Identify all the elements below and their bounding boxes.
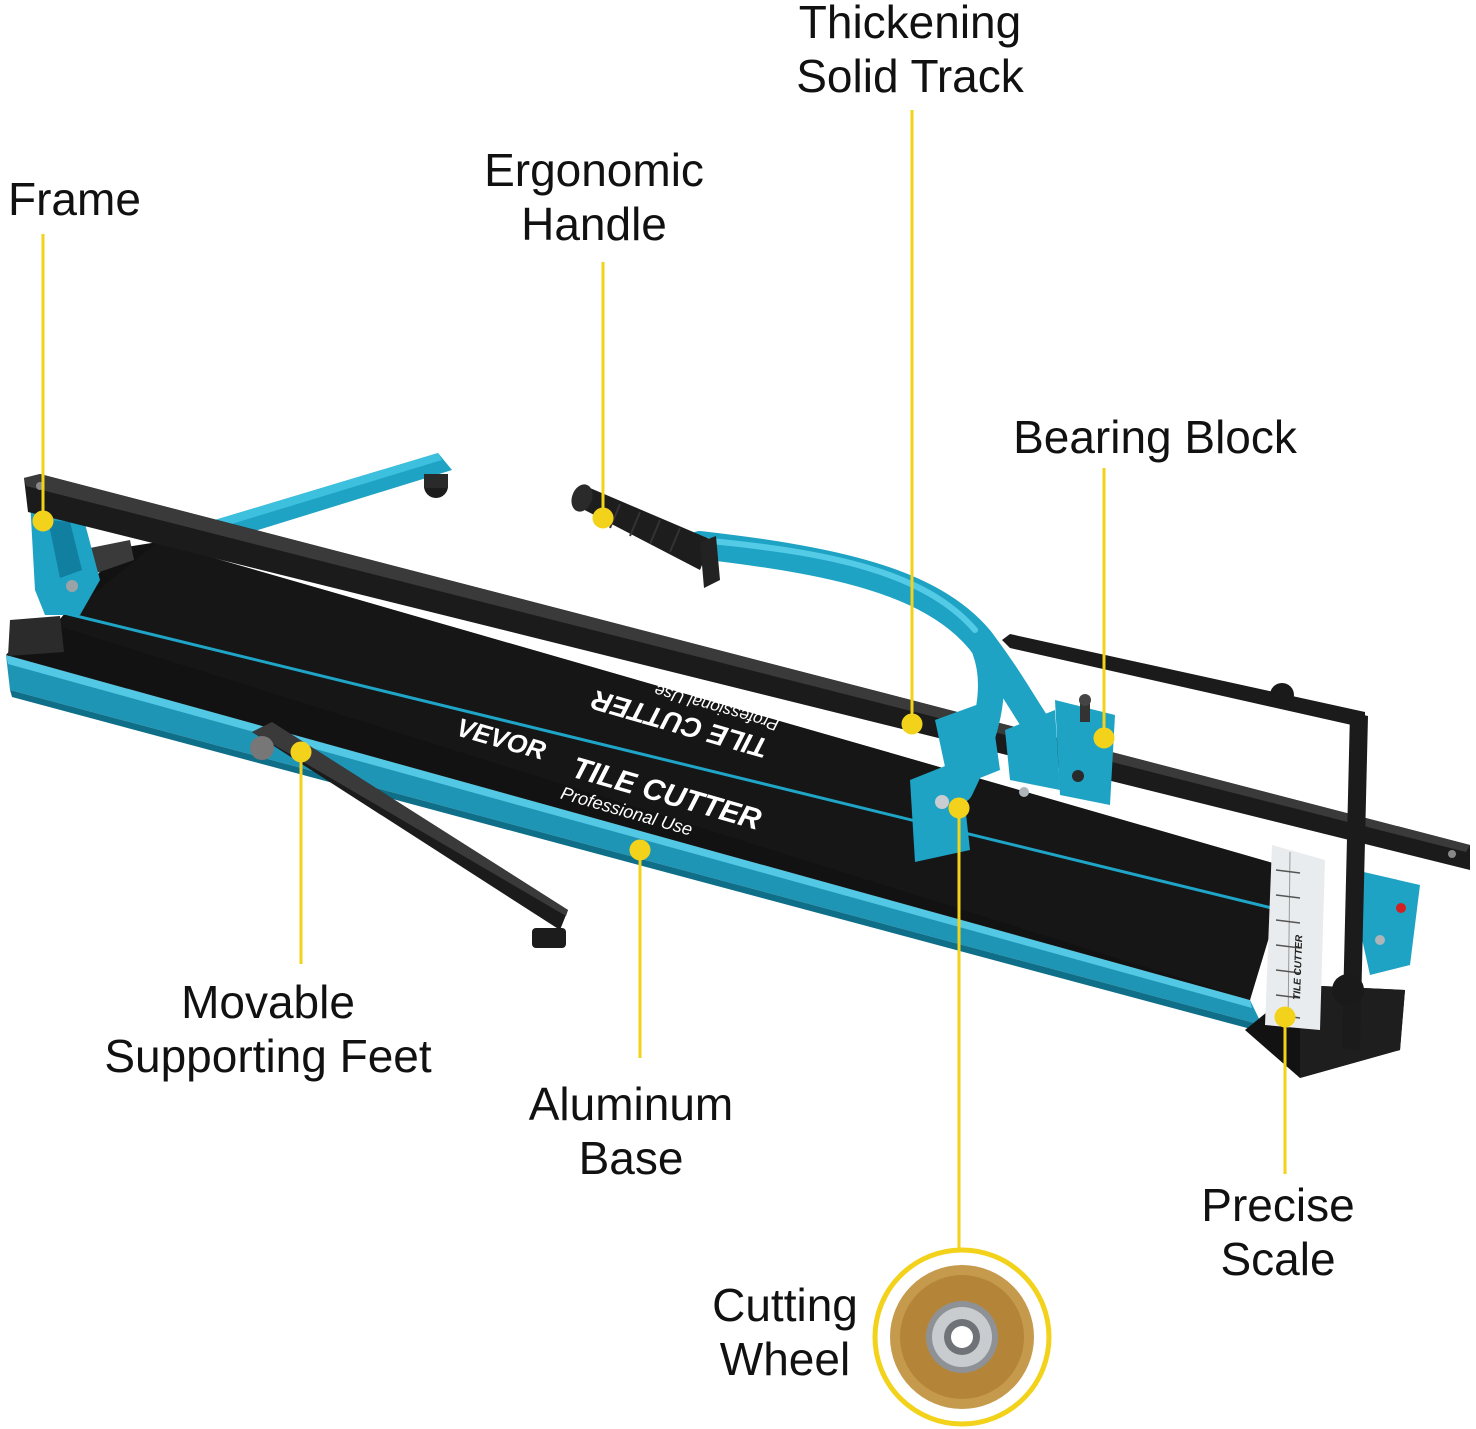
callout-leaders: [32, 110, 1296, 1250]
feet-marker-dot: [290, 741, 312, 763]
cutting-wheel-inset: [872, 1247, 1052, 1427]
side-square-guide: [1002, 634, 1368, 1050]
scale-callout-line-2: Scale: [1220, 1233, 1336, 1285]
handle-callout-line-1: Ergonomic: [484, 144, 704, 196]
front-supporting-foot: [250, 722, 568, 948]
handle-marker-dot: [592, 507, 614, 529]
bed-scoring-line: [59, 610, 1281, 912]
precise-scale-ruler: TILE CUTTER: [1265, 845, 1325, 1030]
scale-brand-text: TILE CUTTER: [1292, 934, 1305, 1000]
feet-callout-line-1: Movable: [181, 976, 355, 1028]
wheel-callout-line-2: Wheel: [719, 1333, 851, 1385]
handle-callout-line-2: Handle: [521, 198, 667, 250]
cutting-bed: [6, 542, 1290, 1000]
wheel-marker-dot: [948, 797, 970, 819]
bearing-callout-label: Bearing Block: [1000, 410, 1310, 464]
bearing-callout-line-1: Bearing Block: [1013, 411, 1297, 463]
cutting-carriage: [910, 700, 1000, 862]
frame-marker-dot: [32, 510, 54, 532]
rear-supporting-foot: [188, 453, 452, 548]
bearing-block: [1005, 694, 1115, 805]
feet-callout-line-2: Supporting Feet: [104, 1030, 432, 1082]
ergonomic-handle-grip: [571, 484, 720, 588]
base-callout-line-2: Base: [578, 1132, 684, 1184]
base-callout-label: Aluminum Base: [516, 1077, 746, 1185]
track-marker-dot: [901, 713, 923, 735]
handle-callout-label: Ergonomic Handle: [474, 143, 714, 251]
base-callout-line-1: Aluminum: [528, 1078, 734, 1130]
scale-callout-line-1: Precise: [1201, 1179, 1355, 1231]
bearing-marker-dot: [1093, 727, 1115, 749]
scale-marker-dot: [1274, 1006, 1296, 1028]
frame-callout-line-1: Frame: [8, 173, 141, 225]
wheel-callout-line-1: Cutting: [712, 1279, 858, 1331]
track-callout-line-1: Thickening: [798, 0, 1022, 48]
track-callout-line-2: Solid Track: [796, 50, 1024, 102]
feet-callout-label: Movable Supporting Feet: [88, 975, 448, 1083]
frame-callout-label: Frame: [8, 172, 141, 226]
base-marker-dot: [629, 839, 651, 861]
wheel-callout-label: Cutting Wheel: [700, 1278, 870, 1386]
scale-callout-label: Precise Scale: [1188, 1178, 1368, 1286]
track-callout-label: Thickening Solid Track: [780, 0, 1040, 103]
